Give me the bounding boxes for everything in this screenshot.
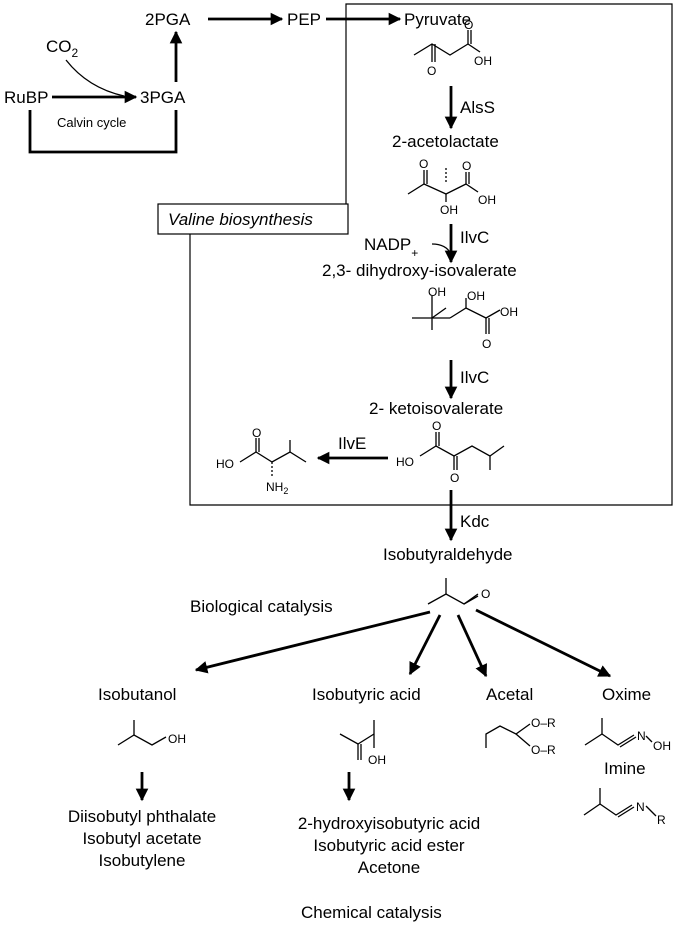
calvin-cycle-label: Calvin cycle: [57, 115, 126, 130]
isobutyric-acid-label: Isobutyric acid: [312, 685, 421, 704]
svg-text:O: O: [482, 337, 491, 351]
dihydroxy-isovalerate-label: 2,3- dihydroxy-isovalerate: [322, 261, 517, 280]
ketoisovalerate-label: 2- ketoisovalerate: [369, 399, 503, 418]
acetolactate-structure: O O OH OH: [407, 157, 496, 217]
svg-text:2-hydroxyisobutyric acid: 2-hydroxyisobutyric acid: [298, 814, 480, 833]
svg-text:Acetone: Acetone: [358, 858, 420, 877]
isobutanol-structure: OH: [117, 720, 186, 746]
svg-text:O: O: [252, 426, 261, 440]
isobutyric-derivatives: 2-hydroxyisobutyric acid Isobutyric acid…: [298, 814, 480, 877]
acetal-structure: O–R O–R: [485, 716, 556, 757]
svg-text:OH: OH: [168, 732, 186, 746]
ilvc-label-2: IlvC: [460, 368, 489, 387]
svg-text:O: O: [462, 159, 471, 173]
imine-label: Imine: [604, 759, 646, 778]
ketoisovalerate-structure: O O HO: [396, 419, 505, 485]
svg-text:Isobutyric acid ester: Isobutyric acid ester: [313, 836, 465, 855]
2pga-label: 2PGA: [145, 10, 191, 29]
svg-text:OH: OH: [440, 203, 458, 217]
svg-text:O–R: O–R: [531, 743, 556, 757]
svg-text:NH2: NH2: [266, 480, 288, 496]
pyruvate-label: Pyruvate: [404, 10, 471, 29]
rubp-label: RuBP: [4, 88, 48, 107]
co2-label: CO2: [46, 37, 79, 60]
isobutyraldehyde-label: Isobutyraldehyde: [383, 545, 512, 564]
ilve-label: IlvE: [338, 434, 366, 453]
svg-text:N: N: [637, 729, 646, 743]
svg-text:OH: OH: [653, 739, 671, 753]
svg-text:O: O: [427, 64, 436, 78]
chemical-catalysis-label: Chemical catalysis: [301, 903, 442, 922]
isobutyraldehyde-structure: O: [427, 578, 490, 605]
arrow-to-acetal: [456, 614, 488, 678]
svg-text:O: O: [450, 471, 459, 485]
svg-text:OH: OH: [478, 193, 496, 207]
nadp-label: NADP+: [364, 235, 418, 260]
svg-text:R: R: [657, 813, 666, 827]
svg-text:OH: OH: [467, 289, 485, 303]
oxime-structure: N OH: [584, 718, 671, 753]
svg-text:HO: HO: [216, 457, 234, 471]
pep-label: PEP: [287, 10, 321, 29]
svg-text:Isobutyl acetate: Isobutyl acetate: [82, 829, 201, 848]
svg-text:Isobutylene: Isobutylene: [99, 851, 186, 870]
pyruvate-structure: O O OH: [413, 18, 492, 78]
arrow-to-oxime: [475, 608, 612, 678]
svg-text:HO: HO: [396, 455, 414, 469]
svg-text:O: O: [464, 18, 473, 32]
svg-text:N: N: [636, 800, 645, 814]
svg-text:O: O: [432, 419, 441, 433]
svg-text:OH: OH: [474, 54, 492, 68]
valine-box-border: [189, 3, 673, 506]
isobutyric-acid-structure: OH: [339, 720, 386, 767]
svg-text:O: O: [481, 587, 490, 601]
svg-text:O: O: [419, 157, 428, 171]
svg-text:O–R: O–R: [531, 716, 556, 730]
oxime-label: Oxime: [602, 685, 651, 704]
arrow-to-isobutyric-acid: [408, 614, 442, 676]
alss-label: AlsS: [460, 98, 495, 117]
co2-curve: [65, 59, 125, 97]
isobutanol-derivatives: Diisobutyl phthalate Isobutyl acetate Is…: [68, 807, 216, 870]
svg-text:OH: OH: [500, 305, 518, 319]
imine-structure: N R: [583, 788, 666, 827]
svg-text:OH: OH: [428, 285, 446, 299]
ilvc-label-1: IlvC: [460, 228, 489, 247]
acetal-label: Acetal: [486, 685, 533, 704]
svg-text:Diisobutyl phthalate: Diisobutyl phthalate: [68, 807, 216, 826]
calvin-return-line: [28, 110, 178, 154]
valine-box-label-frame: [157, 203, 349, 235]
nadp-side-curve: [431, 243, 452, 255]
valine-box-label: Valine biosynthesis: [168, 210, 313, 229]
acetolactate-label: 2-acetolactate: [392, 132, 499, 151]
isobutanol-label: Isobutanol: [98, 685, 176, 704]
kdc-label: Kdc: [460, 512, 490, 531]
svg-text:OH: OH: [368, 753, 386, 767]
biological-catalysis-label: Biological catalysis: [190, 597, 333, 616]
arrow-to-isobutanol: [194, 610, 431, 674]
valine-structure: O HO NH2: [216, 426, 307, 496]
dihydroxy-structure: OH OH OH O: [412, 285, 518, 351]
3pga-label: 3PGA: [140, 88, 186, 107]
